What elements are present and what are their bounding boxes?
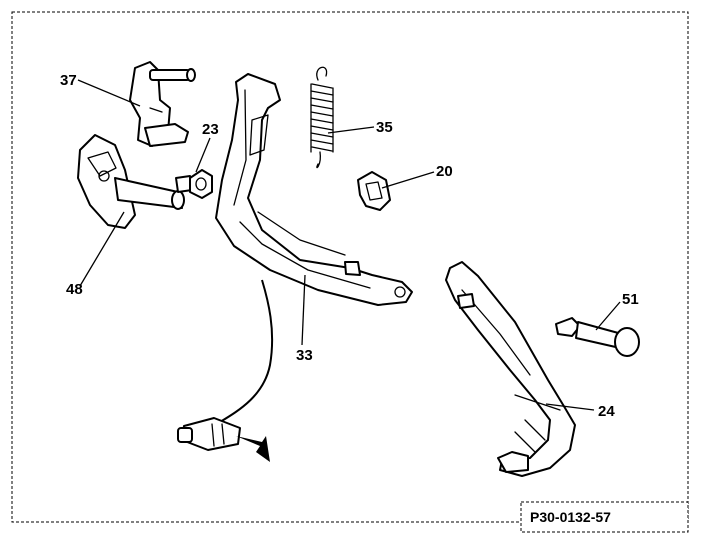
callout-20: 20: [436, 163, 453, 180]
arrow-indicator: [236, 436, 270, 462]
reference-code: P30-0132-57: [530, 509, 611, 525]
diagram-frame: [11, 11, 689, 523]
part-24-lever: [445, 261, 576, 477]
part-23-nut: [175, 169, 213, 199]
callout-33: 33: [296, 347, 313, 364]
callout-51: 51: [622, 291, 639, 308]
part-20-clip: [357, 171, 391, 211]
reference-box: [520, 501, 689, 533]
leader-lines: [77, 79, 621, 411]
part-48-plate: [77, 134, 185, 229]
callout-24: 24: [598, 403, 615, 420]
part-37-bracket: [129, 61, 196, 147]
callout-37: 37: [60, 72, 77, 89]
callout-48: 48: [66, 281, 83, 298]
part-35-spring: [310, 66, 334, 169]
switch-wire: [177, 279, 274, 451]
callout-35: 35: [376, 119, 393, 136]
callout-23: 23: [202, 121, 219, 138]
part-51-pin: [555, 317, 640, 357]
part-33-pedal-arm: [215, 73, 413, 306]
